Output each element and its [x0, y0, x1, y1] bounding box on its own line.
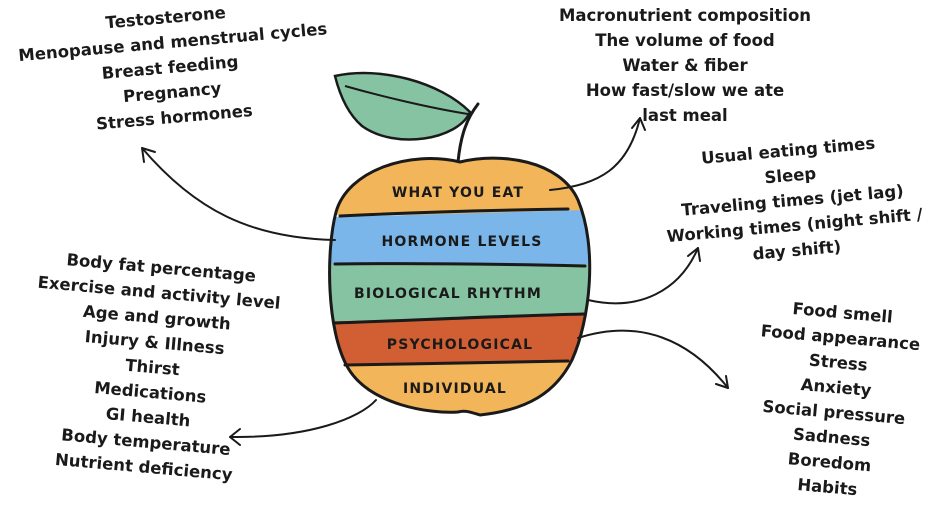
label-biological-rhythm: BIOLOGICAL RHYTHM: [354, 286, 542, 302]
label-psychological: PSYCHOLOGICAL: [387, 337, 534, 353]
list-item: The volume of food: [595, 31, 775, 50]
individual-factors-list: Body fat percentage Exercise and activit…: [11, 244, 295, 491]
apple-outline: [328, 156, 592, 417]
label-individual: INDIVIDUAL: [403, 381, 507, 397]
food-factors-list: Macronutrient composition The volume of …: [555, 3, 815, 128]
arrow-rhythm: [587, 247, 699, 305]
band-hormone-levels: [329, 209, 590, 264]
arrow-hormones: [141, 147, 336, 241]
apple-stem: [456, 102, 480, 164]
band-psychological: [329, 314, 590, 365]
rhythm-factors-list: Usual eating times Sleep Traveling times…: [645, 126, 940, 275]
list-item: Macronutrient composition: [558, 6, 812, 25]
band-what-you-eat: [329, 158, 590, 215]
arrow-psychological: [577, 329, 729, 389]
arrow-food: [549, 117, 641, 191]
list-item: Water & fiber: [622, 56, 748, 75]
leaf-icon: [333, 71, 472, 141]
label-what-you-eat: WHAT YOU EAT: [392, 185, 524, 201]
arrow-individual: [229, 399, 377, 439]
list-item: How fast/slow we ate last meal: [585, 81, 785, 125]
label-hormone-levels: HORMONE LEVELS: [381, 234, 542, 250]
band-biological-rhythm: [329, 264, 590, 322]
psychological-factors-list: Food smell Food appearance Stress Anxiet…: [727, 292, 944, 509]
